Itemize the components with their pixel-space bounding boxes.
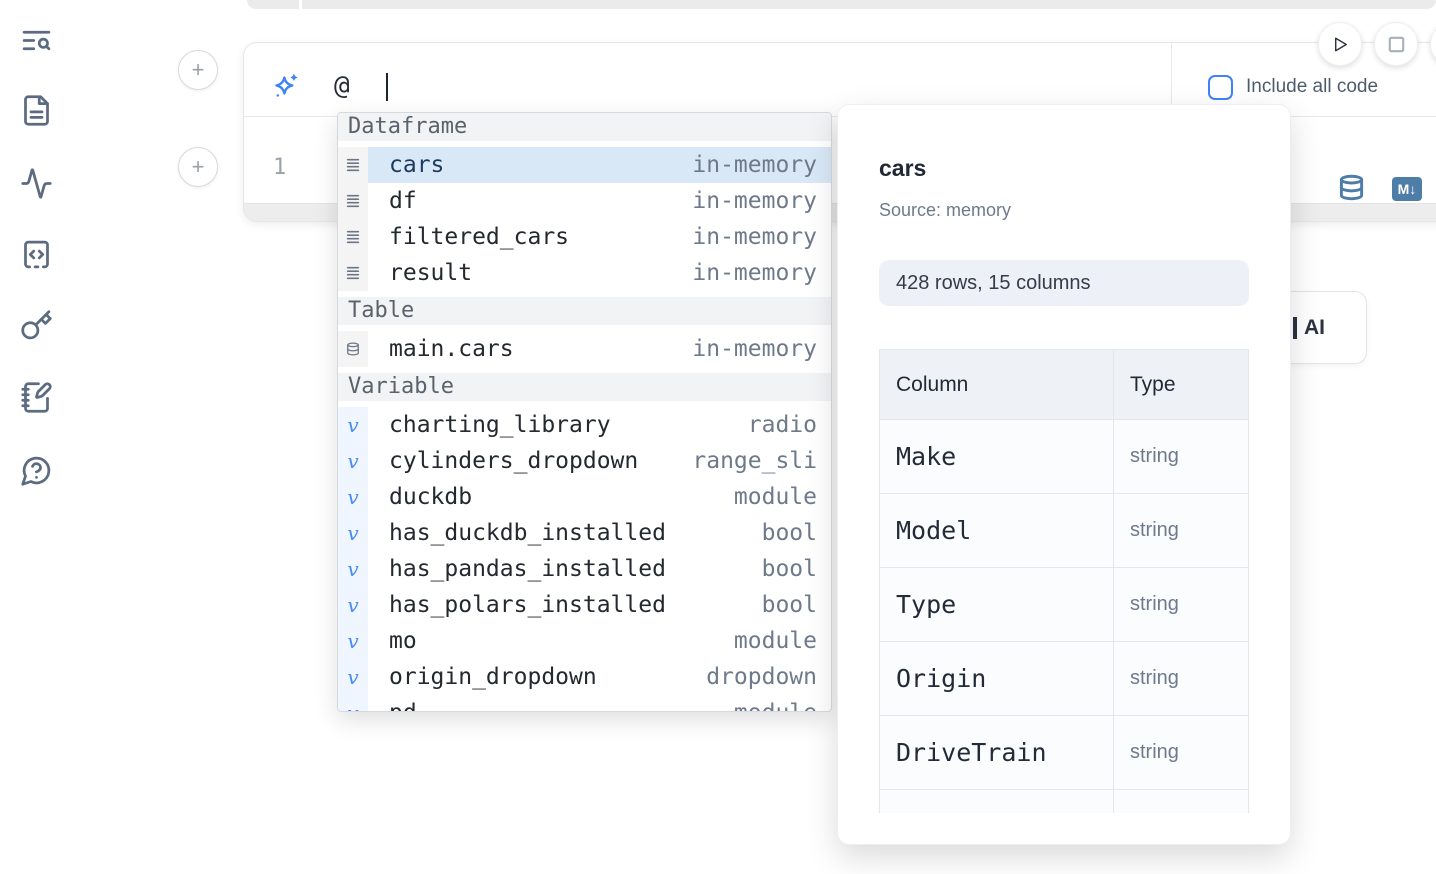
table-header-row: Column Type xyxy=(879,349,1249,420)
markdown-badge[interactable]: M↓ xyxy=(1392,177,1422,201)
column-header: Column xyxy=(879,349,1114,420)
section-header: Dataframe xyxy=(338,113,831,141)
sparkles-icon xyxy=(272,73,299,100)
add-cell-above-button[interactable]: + xyxy=(178,50,218,90)
table-row: Type string xyxy=(879,567,1249,642)
variable-icon: v xyxy=(338,659,368,695)
dataframe-icon xyxy=(338,219,368,255)
stop-button[interactable] xyxy=(1374,22,1418,66)
schema-table: Column Type Make string Model string Typ… xyxy=(879,349,1249,813)
previous-cell-footer-notch xyxy=(299,0,302,9)
dataframe-icon xyxy=(338,147,368,183)
run-cell-button[interactable] xyxy=(1318,22,1362,66)
dataframe-icon xyxy=(338,255,368,291)
table-row: Origin string xyxy=(879,641,1249,716)
include-all-code-group: Include all code xyxy=(1171,43,1436,117)
table-row-partial xyxy=(879,789,1249,813)
table-row: Model string xyxy=(879,493,1249,568)
file-text-icon[interactable] xyxy=(20,94,53,127)
clipped-letter xyxy=(1293,316,1297,339)
play-icon xyxy=(1334,37,1347,51)
help-chat-icon[interactable] xyxy=(20,454,53,487)
variable-icon: v xyxy=(338,587,368,623)
prompt-value: @ xyxy=(334,71,350,101)
preview-title: cars xyxy=(879,155,927,181)
dataframe-preview-popup: cars Source: memory 428 rows, 15 columns… xyxy=(837,104,1291,845)
type-header: Type xyxy=(1113,349,1249,420)
variable-icon: v xyxy=(338,407,368,443)
variable-icon: v xyxy=(338,551,368,587)
previous-cell-footer xyxy=(247,0,1436,9)
variable-icon: v xyxy=(338,443,368,479)
preview-source: Source: memory xyxy=(879,200,1012,220)
code-square-icon[interactable] xyxy=(20,238,53,271)
include-all-code-label: Include all code xyxy=(1246,76,1379,97)
variable-icon: v xyxy=(338,623,368,659)
section-header: Table xyxy=(338,297,831,325)
variable-icon: v xyxy=(338,695,368,711)
activity-icon[interactable] xyxy=(20,167,53,200)
table-row: DriveTrain string xyxy=(879,715,1249,790)
shape-badge: 428 rows, 15 columns xyxy=(879,260,1249,306)
key-icon[interactable] xyxy=(20,309,53,342)
dataframe-icon xyxy=(338,183,368,219)
variable-icon: v xyxy=(338,515,368,551)
text-search-icon[interactable] xyxy=(20,24,53,57)
database-icon xyxy=(338,331,368,367)
notebook-pen-icon[interactable] xyxy=(20,381,53,414)
database-icon[interactable] xyxy=(1338,174,1365,201)
line-number: 1 xyxy=(273,155,287,180)
include-all-code-checkbox[interactable] xyxy=(1208,74,1233,100)
table-row: Make string xyxy=(879,419,1249,494)
section-header: Variable xyxy=(338,373,831,401)
text-cursor xyxy=(385,72,388,101)
variable-icon: v xyxy=(338,479,368,515)
add-cell-below-button[interactable]: + xyxy=(178,147,218,187)
square-icon xyxy=(1388,36,1404,52)
autocomplete-item-pd-partial[interactable]: v pdmodule xyxy=(338,695,831,711)
